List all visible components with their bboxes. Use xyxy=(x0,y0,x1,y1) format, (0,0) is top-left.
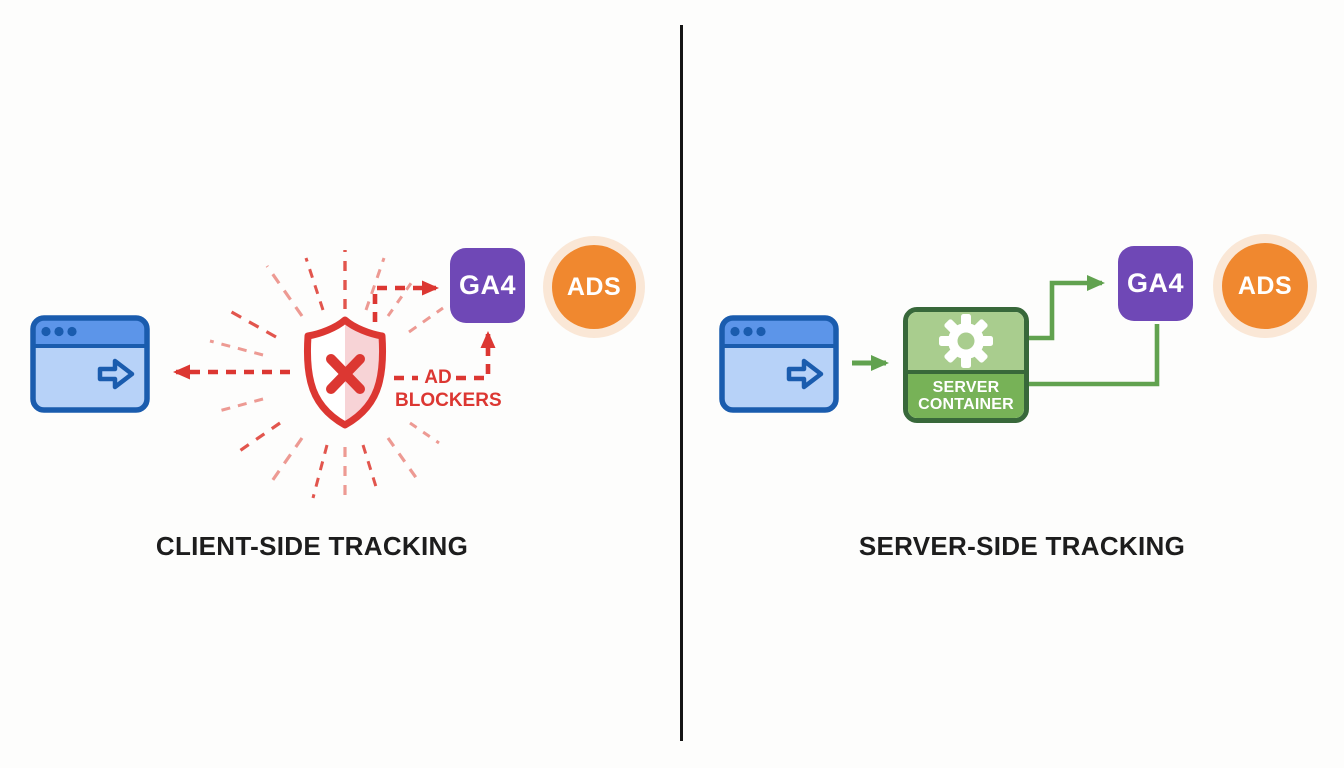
ga4-badge: GA4 xyxy=(1118,246,1193,321)
window-dots-icon xyxy=(730,326,766,337)
ga4-label: GA4 xyxy=(458,270,517,300)
ads-label: ADS xyxy=(1237,271,1293,300)
shield-block-icon xyxy=(303,316,387,429)
ga4-badge: GA4 xyxy=(450,248,525,323)
server-side-title: SERVER-SIDE TRACKING xyxy=(858,531,1186,561)
server-container-top xyxy=(908,312,1024,374)
ads-label: ADS xyxy=(566,272,622,301)
flow-line-to-ga4-bottom xyxy=(1028,324,1160,387)
gear-icon xyxy=(939,314,993,368)
browser-window-icon xyxy=(719,315,839,413)
ads-badge: ADS xyxy=(1222,243,1308,329)
browser-window-icon xyxy=(30,315,150,413)
ad-blockers-label-line2: BLOCKERS xyxy=(395,390,502,411)
flow-arrow-to-ga4 xyxy=(1028,275,1105,341)
ads-badge: ADS xyxy=(552,245,636,329)
server-container-box: SERVER CONTAINER xyxy=(903,307,1029,423)
forward-arrow-icon xyxy=(97,358,135,390)
panel-divider xyxy=(680,25,683,741)
client-side-title: CLIENT-SIDE TRACKING xyxy=(155,531,469,561)
x-icon xyxy=(326,354,365,394)
ad-blockers-label-line1: AD xyxy=(424,367,452,388)
server-container-label: SERVER CONTAINER xyxy=(908,374,1024,418)
server-container-label-line1: SERVER xyxy=(932,379,1000,396)
ga4-label: GA4 xyxy=(1126,268,1185,298)
server-container-label-line2: CONTAINER xyxy=(918,396,1014,413)
window-dots-icon xyxy=(41,326,77,337)
forward-arrow-icon xyxy=(786,358,824,390)
